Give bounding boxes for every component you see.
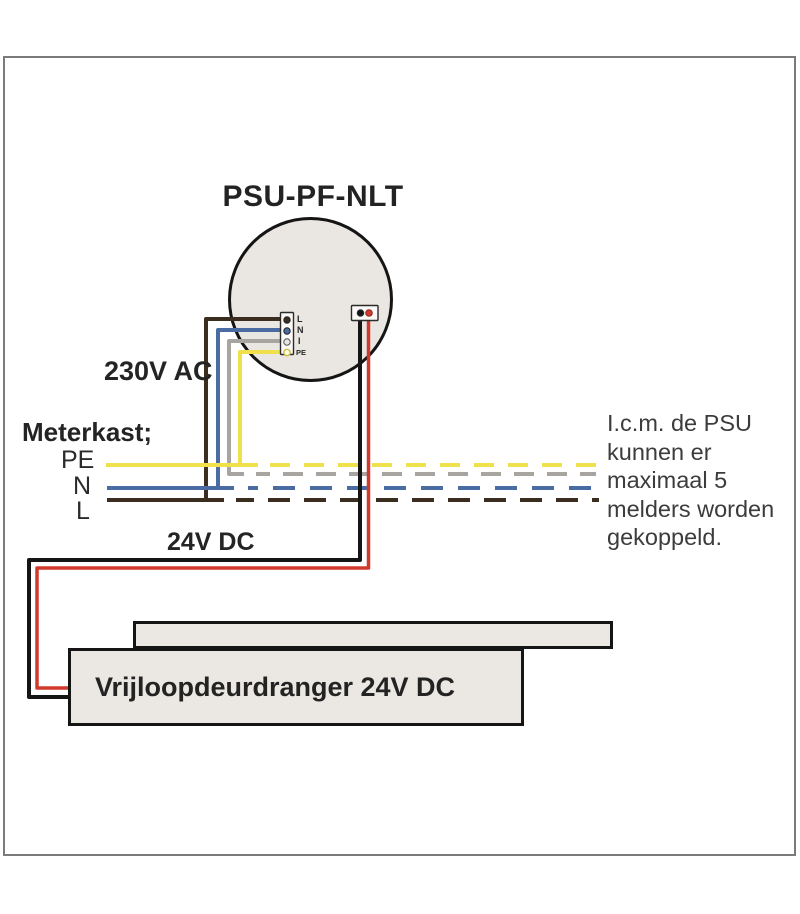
- note-line: maximaal 5: [607, 467, 728, 493]
- pe-wire-solid: [106, 350, 281, 467]
- terminal-label-i: I: [298, 336, 301, 346]
- dc-connector-dot-black: [356, 309, 365, 317]
- psu-device-circle: [228, 217, 393, 382]
- meterkast-label: Meterkast;: [22, 417, 153, 447]
- n-wire-solid: [107, 328, 281, 490]
- note-line: kunnen er: [607, 438, 712, 465]
- terminal-label-l: L: [297, 314, 303, 324]
- terminal-label-n: N: [297, 325, 304, 335]
- terminal-dot-pe: [283, 348, 291, 357]
- note-text: I.c.m. de PSU kunnen er maximaal 5 melde…: [607, 409, 797, 552]
- terminal-label-pe: PE: [296, 348, 307, 357]
- door-closer-rail: [133, 621, 613, 649]
- door-closer-body: Vrijloopdeurdranger 24V DC: [68, 648, 524, 726]
- note-line: gekoppeld.: [607, 524, 722, 550]
- terminal-dot-l: [283, 316, 291, 324]
- dc-plus-wire: [35, 314, 371, 690]
- dc-connector-dot-red: [365, 309, 373, 317]
- terminal-dot-i: [283, 338, 291, 346]
- ac-voltage-label: 230V AC: [104, 356, 213, 386]
- l-wire-solid: [107, 317, 281, 502]
- i-wire-solid: [227, 339, 281, 476]
- phase-label-n: N: [73, 472, 92, 500]
- note-line: melders worden: [607, 495, 775, 522]
- dc-voltage-label: 24V DC: [167, 528, 255, 556]
- psu-title: PSU-PF-NLT: [222, 180, 404, 213]
- dc-connector-block: [350, 304, 379, 322]
- phase-label-l: L: [76, 497, 90, 525]
- note-line: I.c.m. de PSU: [607, 410, 752, 436]
- door-closer-label: Vrijloopdeurdranger 24V DC: [94, 671, 456, 702]
- phase-label-pe: PE: [61, 446, 95, 474]
- dc-minus-wire: [27, 314, 362, 699]
- terminal-dot-n: [283, 327, 291, 335]
